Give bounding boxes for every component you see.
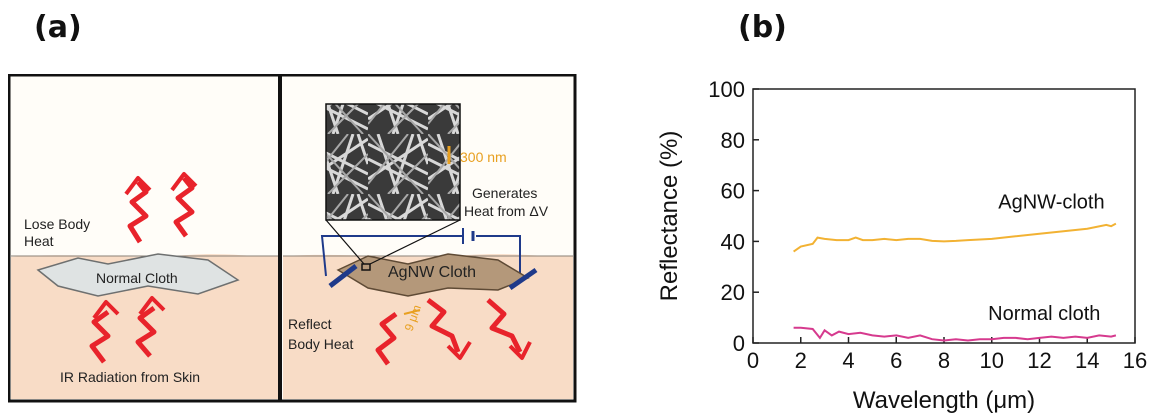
sem-image	[325, 103, 461, 221]
x-axis-label: Wavelength (μm)	[853, 387, 1035, 414]
series-line-normal-cloth	[793, 326, 1117, 342]
x-tick-label: 10	[980, 348, 1004, 373]
panel-label-a: (a)	[34, 10, 82, 45]
x-tick-label: 4	[842, 348, 854, 373]
reflect-label-1: Reflect	[288, 316, 332, 332]
normal-cloth	[36, 253, 240, 297]
ir-radiation-label: IR Radiation from Skin	[60, 369, 200, 385]
generates-label-2: Heat from ΔV	[464, 203, 549, 219]
inset-marker	[361, 263, 371, 271]
x-tick-label: 2	[795, 348, 807, 373]
y-tick-label: 60	[721, 179, 745, 204]
lose-heat-label-2: Heat	[24, 233, 54, 249]
heat-arrows-up	[124, 172, 198, 244]
x-tick-label: 0	[747, 348, 759, 373]
x-tick-label: 6	[890, 348, 902, 373]
agnw-cloth-label: AgNW Cloth	[388, 264, 476, 281]
lose-heat-label-1: Lose Body	[24, 216, 90, 232]
x-tick-label: 16	[1123, 348, 1147, 373]
electrode-right	[508, 267, 538, 291]
reflect-label-2: Body Heat	[288, 336, 353, 352]
schematic-figure: Lose Body Heat Normal Cloth IR Radiation…	[8, 74, 577, 403]
reflect-arrows	[375, 298, 532, 366]
normal-cloth-label: Normal Cloth	[96, 270, 178, 286]
x-tick-label: 12	[1027, 348, 1051, 373]
annotation-agnw-cloth: AgNW-cloth	[998, 191, 1104, 213]
generates-label-1: Generates	[472, 185, 537, 201]
electrode-left	[328, 264, 358, 288]
x-tick-label: 14	[1075, 348, 1099, 373]
panel-label-b: (b)	[738, 10, 787, 45]
annotation-normal-cloth: Normal cloth	[988, 303, 1100, 325]
sem-scale-label: 300 nm	[460, 149, 507, 165]
y-tick-label: 80	[721, 128, 745, 153]
y-tick-label: 0	[733, 331, 745, 356]
x-tick-label: 8	[938, 348, 950, 373]
y-tick-label: 40	[721, 229, 745, 254]
y-tick-label: 100	[708, 77, 745, 102]
ir-arrows-up	[89, 296, 166, 364]
circuit-wire	[320, 235, 521, 277]
y-axis-label: Reflectance (%)	[656, 131, 683, 302]
skin-right	[283, 254, 573, 399]
y-tick-label: 20	[721, 280, 745, 305]
series-line-agnw-cloth	[793, 222, 1117, 253]
